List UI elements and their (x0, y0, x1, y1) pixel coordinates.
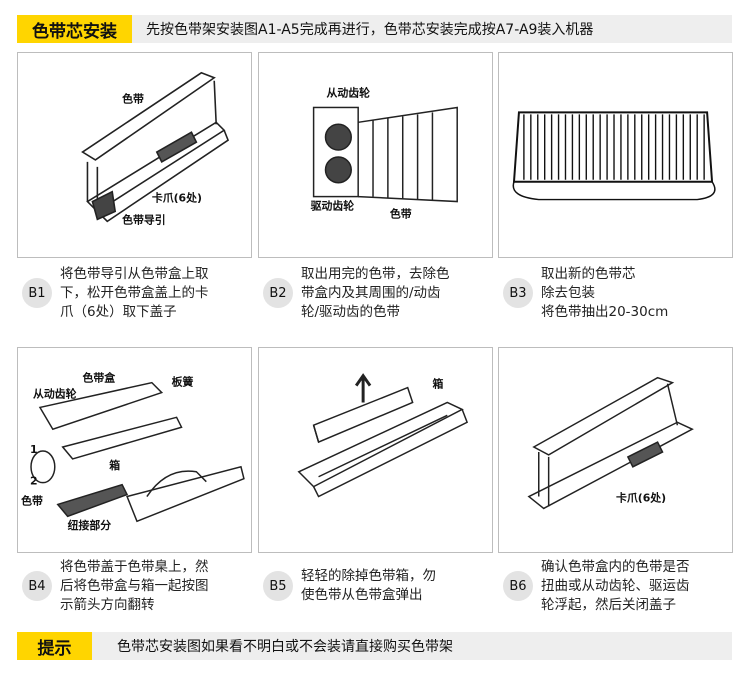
gear-illustration: 从动齿轮 驱动齿轮 色带 (311, 86, 458, 220)
label-drive-gear: 驱动齿轮 (311, 198, 355, 212)
step-b4: B4 将色带盖于色带臬上，然 后将色带盒与箱一起按图 示箭头方向翻转 (17, 553, 252, 619)
label-driven-gear: 从动齿轮 (33, 387, 77, 401)
label-box: 箱 (432, 377, 443, 391)
remove-box-illustration: 箱 (297, 373, 469, 498)
step-badge: B5 (263, 571, 293, 601)
label-driven-gear: 从动齿轮 (326, 86, 370, 100)
label-cartridge: 色带盒 (83, 371, 116, 385)
label-ribbon: 色带 (390, 206, 412, 220)
label-arrow-1: 1 (30, 443, 38, 456)
close-lid-illustration: 卡爪(6处) (527, 376, 694, 510)
label-claws: 卡爪(6处) (616, 490, 666, 504)
label-leaf-spring: 板簧 (172, 375, 194, 389)
panel-b5-image: 箱 (258, 347, 493, 553)
step-badge: B1 (22, 278, 52, 308)
ribbon-cartridge-illustration: 色带 卡爪(6处) 色带导引 (81, 71, 230, 226)
header-bar: 色带芯安装 先按色带架安装图A1-A5完成再进行，色带芯安装完成按A7-A9装入… (17, 15, 732, 43)
step-b2: B2 取出用完的色带，去除色 带盒内及其周围的/动齿 轮/驱动齿的色带 (258, 260, 493, 326)
step-text: 将色带盖于色带臬上，然 后将色带盒与箱一起按图 示箭头方向翻转 (60, 558, 209, 613)
step-text: 将色带导引从色带盒上取 下，松开色带盒盖上的卡 爪（6处）取下盖子 (60, 265, 209, 320)
tip-text: 色带芯安装图如果看不明白或不会装请直接购买色带架 (117, 639, 453, 655)
flip-cartridge-illustration: 色带盒 板簧 从动齿轮 1 2 箱 色带 纽接部分 (21, 371, 245, 532)
step-badge: B2 (263, 278, 293, 308)
panel-b1-image: 色带 卡爪(6处) 色带导引 (17, 52, 252, 258)
label-arrow-2: 2 (30, 475, 38, 488)
header-text: 先按色带架安装图A1-A5完成再进行，色带芯安装完成按A7-A9装入机器 (146, 22, 594, 38)
tip-tag: 提示 (17, 632, 92, 660)
step-badge: B6 (503, 571, 533, 601)
step-b6: B6 确认色带盒内的色带是否 扭曲或从动齿轮、驱运齿 轮浮起，然后关闭盖子 (498, 553, 733, 619)
step-b3: B3 取出新的色带芯 除去包装 将色带抽出20-30cm (498, 260, 733, 326)
label-ribbon-guide: 色带导引 (122, 212, 166, 226)
label-box: 箱 (109, 458, 120, 472)
panel-b2-image: 从动齿轮 驱动齿轮 色带 (258, 52, 493, 258)
step-text: 轻轻的除掉色带箱，勿 使色带从色带盒弹出 (301, 568, 436, 603)
tip-bar: 提示 色带芯安装图如果看不明白或不会装请直接购买色带架 (17, 632, 732, 660)
step-badge: B4 (22, 571, 52, 601)
step-b1: B1 将色带导引从色带盒上取 下，松开色带盒盖上的卡 爪（6处）取下盖子 (17, 260, 252, 326)
step-text: 取出用完的色带，去除色 带盒内及其周围的/动齿 轮/驱动齿的色带 (301, 265, 450, 320)
label-claws: 卡爪(6处) (152, 191, 202, 205)
panel-b3-image (498, 52, 733, 258)
step-b5: B5 轻轻的除掉色带箱，勿 使色带从色带盒弹出 (258, 553, 493, 619)
new-ribbon-illustration (512, 111, 716, 201)
label-joint: 纽接部分 (68, 518, 112, 532)
step-badge: B3 (503, 278, 533, 308)
panel-b6-image: 卡爪(6处) (498, 347, 733, 553)
label-ribbon: 色带 (122, 92, 144, 106)
header-tag: 色带芯安装 (17, 15, 132, 43)
label-ribbon: 色带 (21, 493, 43, 507)
step-text: 取出新的色带芯 除去包装 将色带抽出20-30cm (541, 265, 669, 320)
step-text: 确认色带盒内的色带是否 扭曲或从动齿轮、驱运齿 轮浮起，然后关闭盖子 (541, 558, 690, 613)
panel-b4-image: 色带盒 板簧 从动齿轮 1 2 箱 色带 纽接部分 (17, 347, 252, 553)
